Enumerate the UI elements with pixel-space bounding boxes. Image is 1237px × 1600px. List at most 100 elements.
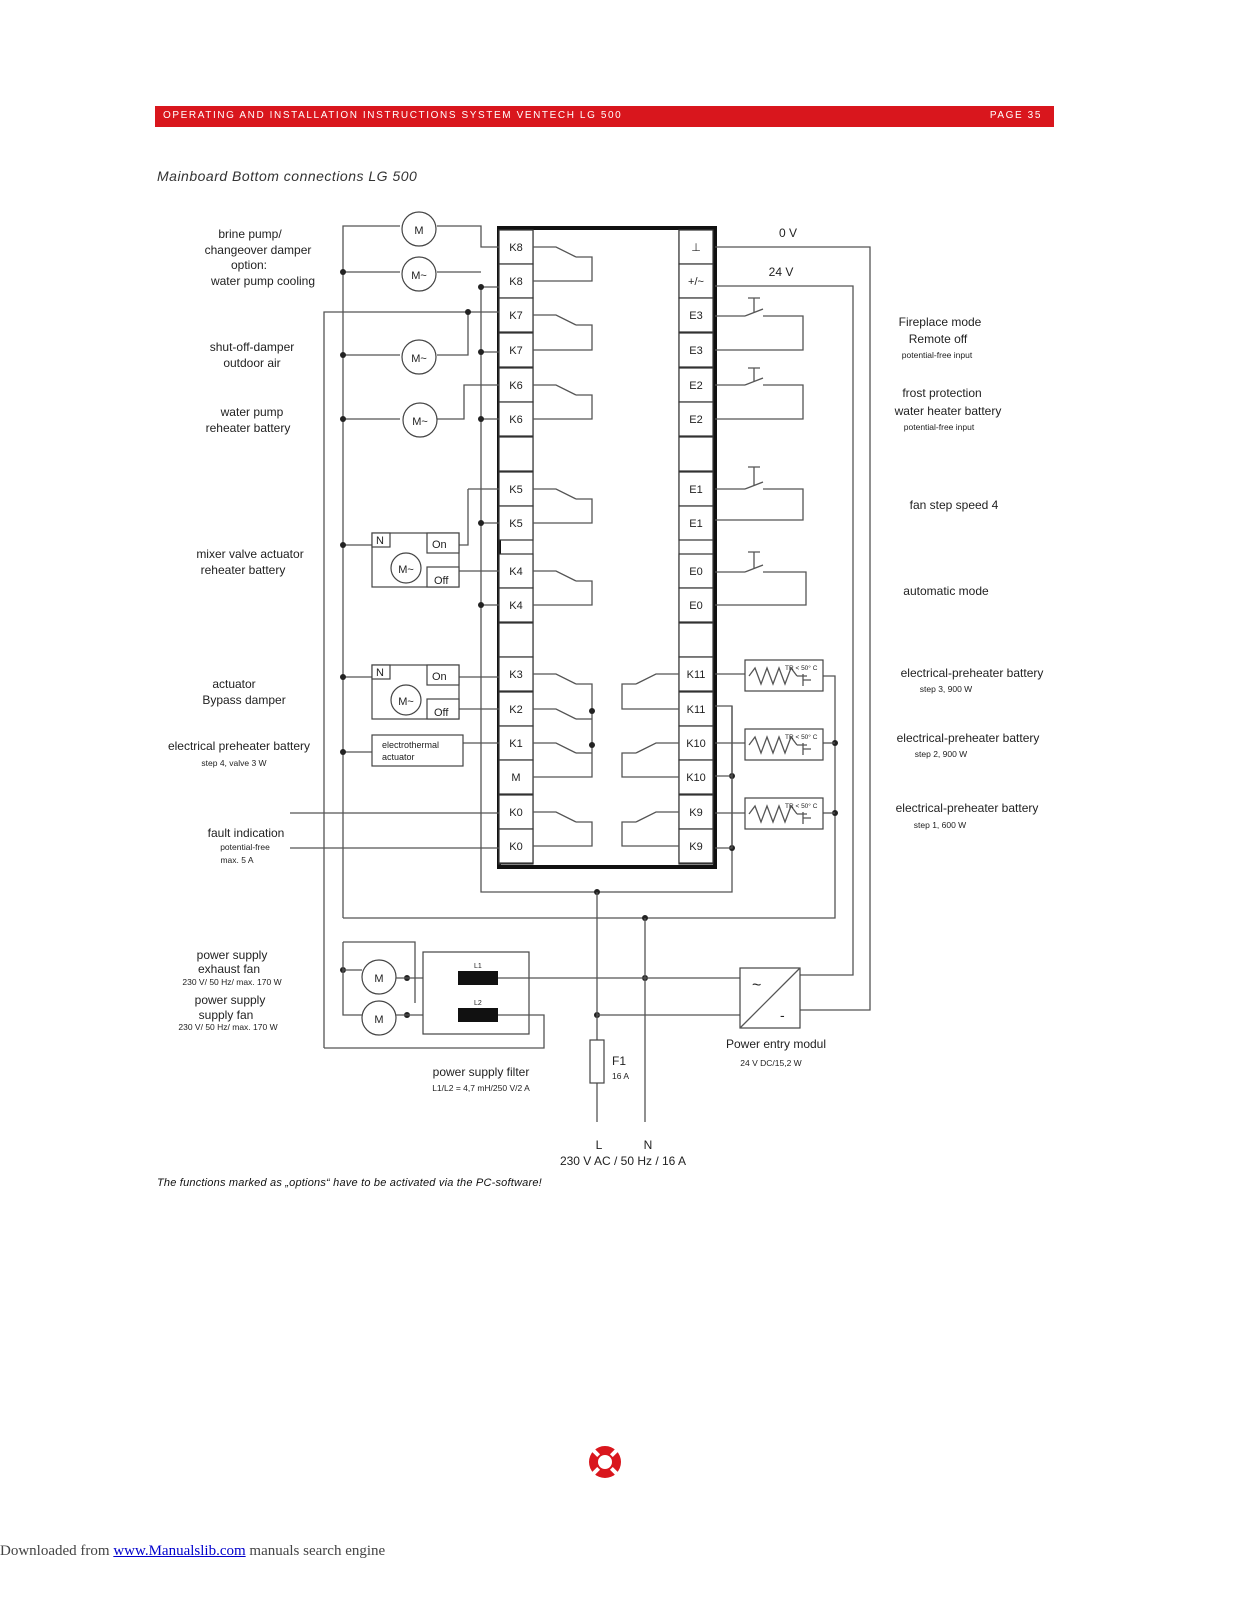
motor-waterpump: M~	[402, 402, 438, 438]
fault-sub-1: potential-free	[220, 842, 270, 852]
right-terminal-cell	[678, 553, 714, 589]
left-labels: brine pump/ changeover damper option: wa…	[168, 227, 315, 1032]
mixer-label-1: mixer valve actuator	[196, 547, 303, 561]
footer-suffix: manuals search engine	[245, 1543, 386, 1559]
right-terminal-cell	[678, 471, 714, 507]
motor-label: M	[414, 225, 423, 237]
right-terminal-label: E3	[689, 345, 702, 357]
right-terminal-cell	[678, 587, 714, 623]
left-terminal-label: K7	[509, 345, 522, 357]
frost-label-1: frost protection	[902, 386, 981, 400]
shutoff-label-2: outdoor air	[223, 356, 280, 370]
left-terminal-label: K1	[509, 738, 522, 750]
left-terminal-cell	[498, 828, 534, 864]
motor-label: M~	[411, 270, 427, 282]
fault-label: fault indication	[208, 826, 285, 840]
actuator-off: Off	[434, 707, 449, 719]
bus-dots	[340, 269, 838, 1018]
right-terminal-label: E2	[689, 380, 702, 392]
brine-label-3: option:	[231, 258, 267, 272]
mixer-label-2: reheater battery	[201, 563, 286, 577]
relay-contact	[533, 708, 577, 720]
frost-label-2: water heater battery	[894, 404, 1002, 418]
right-terminal-label: K9	[689, 841, 702, 853]
mixer-actuator: N On Off M~	[371, 532, 460, 588]
psu-supply-sub: 230 V/ 50 Hz/ max. 170 W	[178, 1022, 277, 1032]
eph2-sub: step 2, 900 W	[915, 749, 967, 759]
right-terminal-cell	[678, 656, 714, 692]
power-entry-module: ~ -	[739, 967, 801, 1029]
relay-contact	[533, 384, 593, 420]
motor-label: M~	[412, 416, 428, 428]
voltage-0v: 0 V	[779, 226, 797, 240]
left-terminal-cell	[498, 725, 534, 761]
right-terminal-cell	[678, 332, 714, 368]
left-terminal-cell	[498, 794, 534, 830]
relay-contact	[533, 488, 593, 524]
right-terminal-cell	[678, 759, 714, 795]
actuator-off: Off	[434, 575, 449, 587]
electrothermal-line1: electrothermal	[382, 740, 439, 750]
download-footer: Downloaded from www.Manualslib.com manua…	[0, 1543, 385, 1560]
right-terminal-label: E2	[689, 414, 702, 426]
footnote: The functions marked as „options“ have t…	[157, 1177, 542, 1189]
actuator-n: N	[376, 667, 384, 679]
preheater-sub: step 4, valve 3 W	[201, 758, 266, 768]
motor-shutoff: M~	[401, 339, 437, 375]
fireplace-label-1: Fireplace mode	[899, 315, 982, 329]
left-terminal-cell	[498, 297, 534, 333]
thermostat-label: TR < 50° C	[785, 802, 818, 810]
left-terminal-label: K3	[509, 669, 522, 681]
mains-n: N	[644, 1138, 653, 1152]
filter-sub: L1/L2 = 4,7 mH/250 V/2 A	[432, 1083, 530, 1093]
fan-motor-label: M	[374, 973, 383, 985]
potential-free-switches	[744, 297, 764, 573]
relay-contact	[533, 246, 593, 282]
thermostat-label: TR < 50° C	[785, 733, 818, 741]
relay-contact	[621, 673, 679, 710]
relay-contact	[533, 673, 593, 778]
waterpump-label-2: reheater battery	[206, 421, 291, 435]
footer-prefix: Downloaded from	[0, 1543, 114, 1559]
mains-lines	[589, 892, 740, 1122]
left-terminal-cell	[498, 367, 534, 403]
right-terminal-cell	[678, 401, 714, 437]
relay-contact	[533, 314, 593, 351]
right-terminal-label: E3	[689, 310, 702, 322]
psu-exhaust-sub: 230 V/ 50 Hz/ max. 170 W	[182, 977, 281, 987]
psu-sub: 24 V DC/15,2 W	[740, 1058, 801, 1068]
right-terminal-label: K11	[687, 704, 706, 716]
actuator-n: N	[376, 535, 384, 547]
left-terminal-label: K4	[509, 600, 522, 612]
brine-label-1: brine pump/	[218, 227, 282, 241]
actuator-on: On	[432, 539, 447, 551]
right-labels: 0 V 24 V Fireplace mode Remote off poten…	[432, 226, 1043, 1168]
right-wires	[715, 246, 871, 1011]
motor-label: M~	[398, 696, 414, 708]
relay-contacts	[533, 246, 679, 847]
thermostat-heaters: TR < 50° C TR < 50° C TR < 50° C	[744, 659, 824, 830]
right-terminal-cell	[678, 505, 714, 541]
filter-l1: L1	[474, 963, 482, 970]
left-terminal-label: K8	[509, 242, 522, 254]
mains-spec: 230 V AC / 50 Hz / 16 A	[560, 1154, 686, 1168]
left-terminal-label: K8	[509, 276, 522, 288]
bypass-label-2: Bypass damper	[202, 693, 285, 707]
fuse-rating: 16 A	[612, 1071, 629, 1081]
right-terminal-label: K9	[689, 807, 702, 819]
bypass-actuator: N On Off M~	[371, 664, 460, 720]
eph1-sub: step 1, 600 W	[914, 820, 966, 830]
left-terminal-cell	[498, 471, 534, 507]
right-terminal-label: E1	[689, 518, 702, 530]
shutoff-label-1: shut-off-damper	[210, 340, 295, 354]
right-terminal-label: E1	[689, 484, 702, 496]
left-terminal-cell	[498, 436, 534, 472]
relay-contact	[533, 570, 593, 606]
psu-exhaust-label-1: power supply	[197, 948, 268, 962]
manualslib-link[interactable]: www.Manualslib.com	[113, 1543, 246, 1559]
right-terminal-cell	[678, 263, 714, 299]
voltage-24v: 24 V	[769, 265, 794, 279]
fault-sub-2: max. 5 A	[220, 855, 253, 865]
